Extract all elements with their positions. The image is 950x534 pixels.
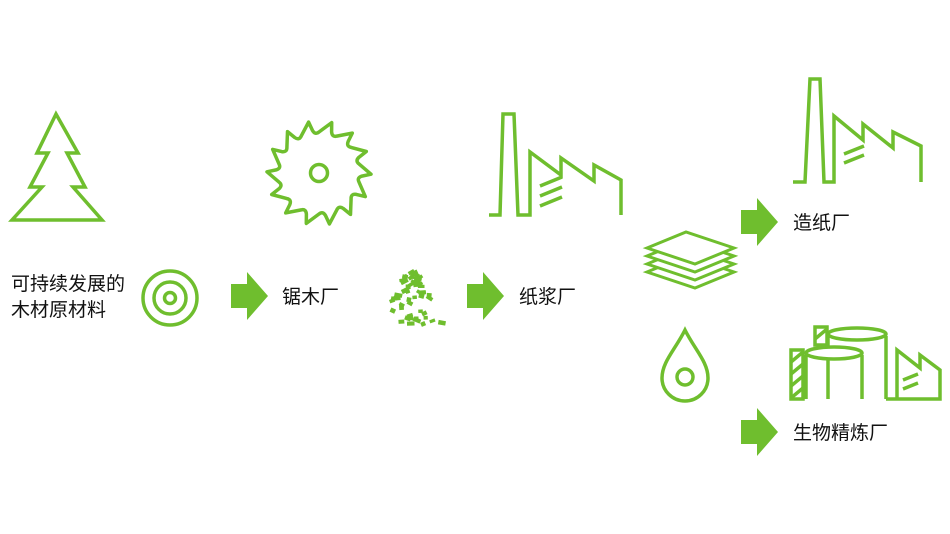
wood-chip — [437, 319, 446, 326]
arrow-right-icon — [741, 408, 778, 456]
paper-stack-icon — [642, 230, 739, 290]
tree-icon — [8, 110, 106, 222]
biorefinery-icon — [789, 325, 942, 401]
log-rings-icon — [141, 269, 199, 327]
saw-blade-icon — [265, 120, 373, 226]
wood-chip — [413, 276, 422, 283]
wood-chips-icon — [388, 269, 446, 327]
wood-chip — [429, 318, 436, 324]
pulp-mill-factory-icon — [489, 112, 623, 217]
wood-chip — [390, 296, 397, 301]
wood-chip — [394, 292, 403, 298]
wood-chip — [405, 284, 411, 290]
wood-chip — [417, 284, 425, 288]
raw-material-label-line2: 木材原材料 — [11, 299, 107, 321]
paper-mill-label: 造纸厂 — [793, 212, 851, 234]
wood-chip — [421, 310, 428, 317]
wood-chip — [407, 274, 414, 281]
pulp-mill-label: 纸浆厂 — [519, 286, 577, 308]
raw-material-label-line1: 可持续发展的 — [11, 273, 126, 295]
wood-chip — [412, 281, 422, 288]
wood-chip — [398, 319, 405, 324]
wood-chip — [420, 321, 427, 327]
wood-chip — [421, 290, 427, 295]
sawmill-label: 锯木厂 — [282, 286, 340, 308]
wood-chip — [425, 294, 434, 302]
arrow-right-icon — [467, 272, 504, 320]
raw-material-label: 可持续发展的 木材原材料 — [11, 271, 125, 323]
wood-chip — [414, 316, 419, 320]
arrow-right-icon — [231, 272, 268, 320]
wood-chip — [389, 307, 397, 314]
arrow-right-icon — [741, 198, 778, 246]
paper-mill-factory-icon — [793, 77, 923, 184]
wood-chip — [399, 278, 407, 283]
wood-chip — [403, 287, 410, 294]
wood-chip — [423, 315, 428, 320]
wood-chip — [409, 269, 419, 277]
wood-chip — [406, 296, 412, 303]
biorefinery-label: 生物精炼厂 — [793, 422, 889, 444]
wood-chip — [418, 309, 423, 314]
wood-chip — [406, 321, 415, 326]
droplet-icon — [660, 326, 710, 403]
wood-chip — [404, 315, 412, 322]
wood-chip — [402, 273, 409, 280]
wood-chip — [398, 302, 405, 308]
wood-chip — [412, 295, 418, 300]
